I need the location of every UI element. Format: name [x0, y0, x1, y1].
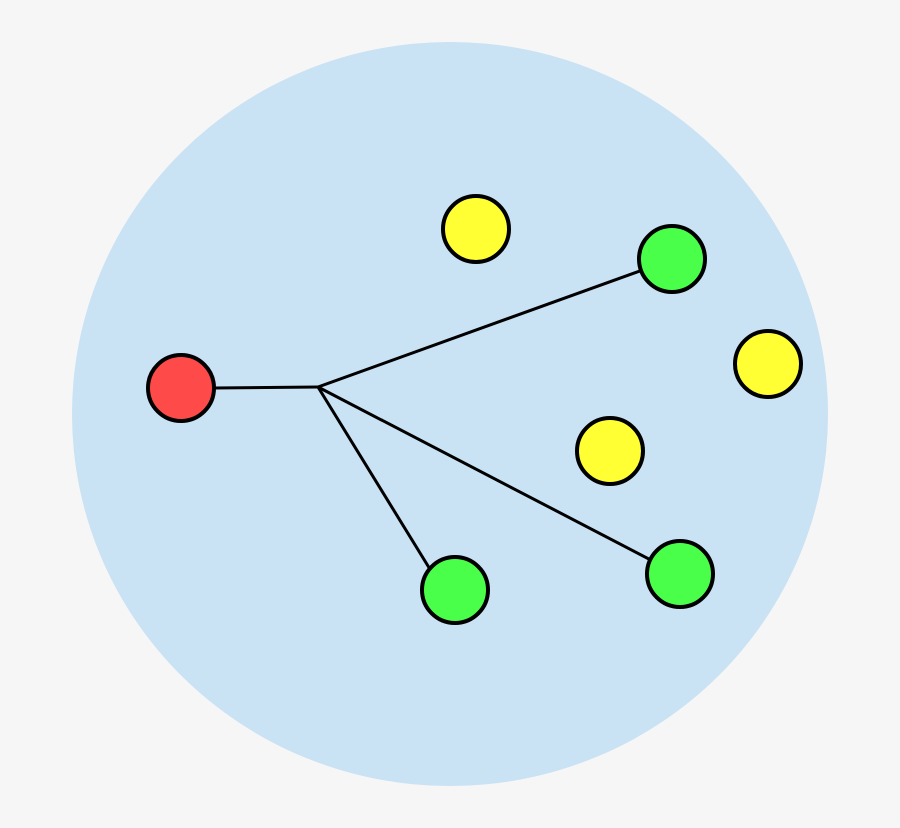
arrow-source-to-g1	[317, 259, 664, 389]
target-node-g1	[637, 224, 707, 294]
edge-trunk	[213, 385, 319, 390]
other-node-y1	[441, 194, 511, 264]
nodes	[146, 194, 803, 625]
other-node-y2	[733, 329, 803, 399]
target-node-g3	[645, 539, 715, 609]
edges	[213, 259, 674, 594]
arrow-source-to-g2	[316, 386, 446, 594]
arrow-source-to-g3	[317, 385, 674, 573]
other-node-y3	[575, 416, 645, 486]
network-region	[72, 42, 828, 786]
target-node-g2	[420, 555, 490, 625]
source-node-source	[146, 353, 216, 423]
